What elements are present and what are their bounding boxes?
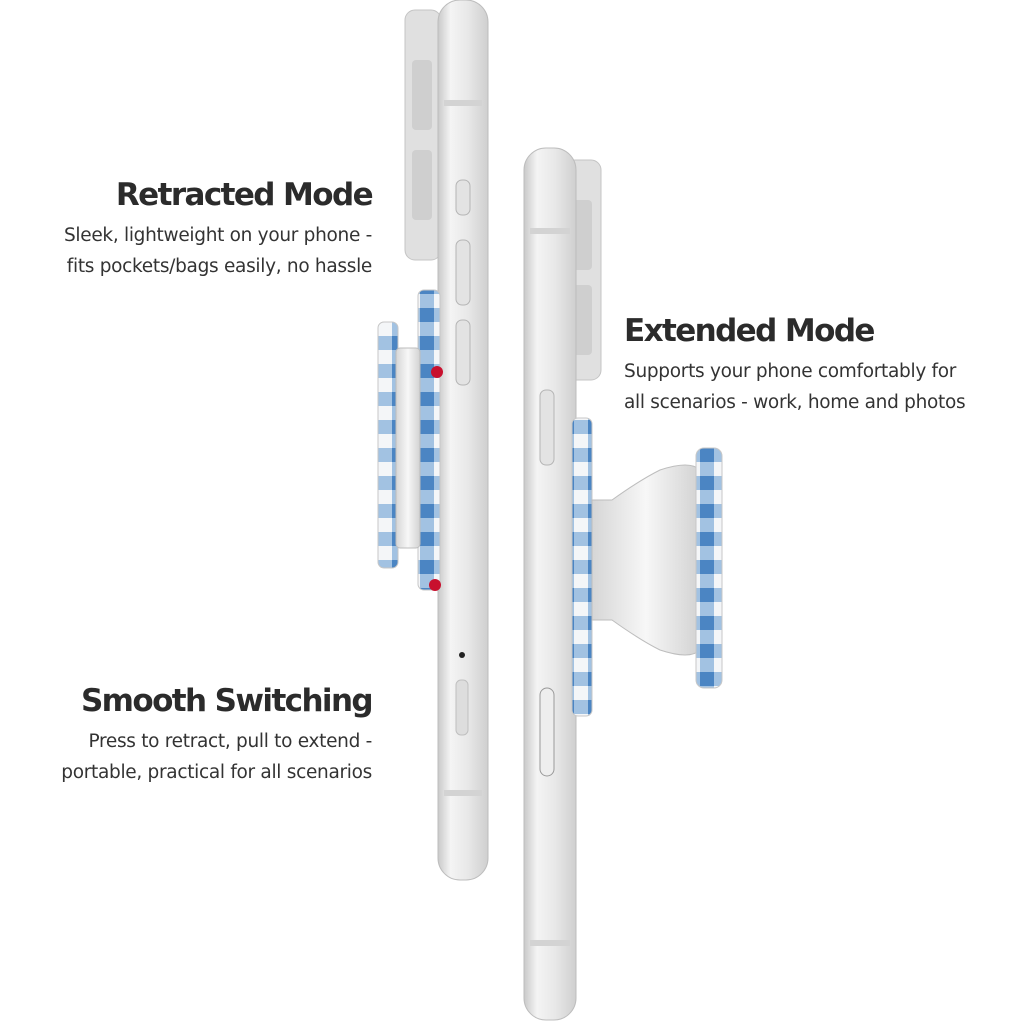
- extended-mode-description: Supports your phone comfortably for all …: [624, 356, 1014, 418]
- phone-right: [523, 147, 602, 1021]
- extended-line-1: Supports your phone comfortably for: [624, 361, 957, 383]
- grip-extended: [571, 417, 723, 717]
- smooth-switching-caption: Smooth Switching Press to retract, pull …: [0, 683, 374, 788]
- switching-line-1: Press to retract, pull to extend -: [88, 731, 372, 753]
- retracted-line-1: Sleek, lightweight on your phone -: [63, 225, 372, 247]
- retracted-line-2: fits pockets/bags easily, no hassle: [66, 256, 373, 278]
- extended-line-2: all scenarios - work, home and photos: [624, 392, 966, 414]
- extended-mode-caption: Extended Mode Supports your phone comfor…: [624, 314, 1014, 418]
- retracted-mode-caption: Retracted Mode Sleek, lightweight on you…: [0, 177, 374, 282]
- retracted-mode-title: Retracted Mode: [115, 177, 374, 213]
- extended-mode-title: Extended Mode: [624, 313, 875, 349]
- retracted-mode-description: Sleek, lightweight on your phone - fits …: [0, 220, 372, 282]
- smooth-switching-description: Press to retract, pull to extend - porta…: [0, 726, 372, 788]
- switching-line-2: portable, practical for all scenarios: [61, 762, 372, 784]
- phone-left: [404, 0, 489, 881]
- grip-retracted: [377, 289, 443, 591]
- smooth-switching-title: Smooth Switching: [80, 683, 374, 719]
